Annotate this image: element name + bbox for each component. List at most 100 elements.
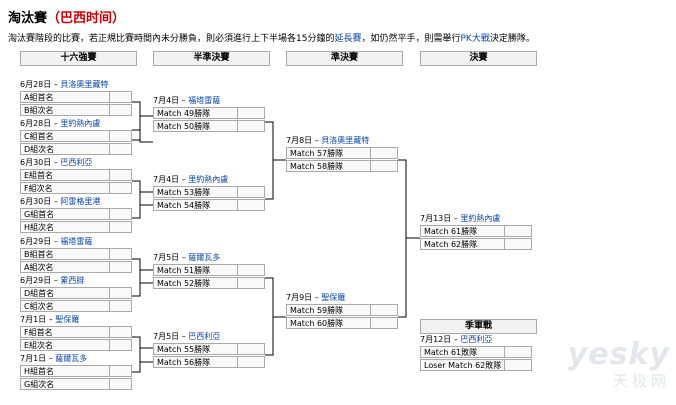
qf-match-4-score-cell bbox=[238, 343, 265, 355]
final-match-score-cell bbox=[505, 238, 532, 250]
final-match-team-name: Match 61勝隊 bbox=[420, 225, 505, 237]
r16-match-8-date: 7月1日 bbox=[20, 354, 47, 363]
r16-match-1-score-cell bbox=[110, 91, 132, 103]
sf-match-1-score-cell bbox=[371, 147, 398, 159]
header-quarterfinal: 半準決賽 bbox=[153, 51, 270, 66]
r16-match-8-label: 7月1日 – 薩爾瓦多 bbox=[20, 354, 87, 364]
r16-match-6-date: 6月29日 bbox=[20, 276, 52, 285]
sf-match-1-score-cell bbox=[371, 160, 398, 172]
r16-match-7-team-name: E組次名 bbox=[20, 339, 110, 351]
third-place-match-score-cell bbox=[505, 346, 532, 358]
r16-match-8-sep: – bbox=[46, 354, 56, 363]
desc-text-2: ，如仍然平手，則需舉行 bbox=[361, 34, 461, 44]
qf-match-1-team-name: Match 50勝隊 bbox=[153, 120, 238, 132]
penalty-link[interactable]: PK大戰 bbox=[460, 34, 490, 44]
sf-match-1-sep: – bbox=[312, 136, 322, 145]
qf-match-2-label: 7月4日 – 里約熱內盧 bbox=[153, 175, 228, 185]
r16-match-2-date: 6月28日 bbox=[20, 119, 52, 128]
final-match-sep: – bbox=[451, 214, 461, 223]
sf-match-1-label: 7月8日 – 貝洛奧里藏特 bbox=[286, 136, 369, 146]
header-final: 決賽 bbox=[420, 51, 537, 66]
r16-match-2-venue-link[interactable]: 里約熱內盧 bbox=[60, 119, 101, 128]
header-round-of-16: 十六強賽 bbox=[20, 51, 137, 66]
r16-match-5-team-name: A組次名 bbox=[20, 261, 110, 273]
qf-match-1-venue-link[interactable]: 福塔雷薩 bbox=[188, 96, 221, 105]
sf-match-2-venue-link[interactable]: 聖保羅 bbox=[321, 293, 346, 302]
qf-match-3-score-cell bbox=[238, 277, 265, 289]
extra-time-link[interactable]: 延長賽 bbox=[334, 34, 362, 44]
third-place-match-sep: – bbox=[451, 335, 461, 344]
r16-match-6-sep: – bbox=[51, 276, 61, 285]
r16-match-6-venue-link[interactable]: 累西腓 bbox=[60, 276, 85, 285]
r16-match-7-date: 7月1日 bbox=[20, 315, 47, 324]
r16-match-2-score-cell bbox=[110, 130, 132, 142]
r16-match-7-team-name: F組首名 bbox=[20, 326, 110, 338]
r16-match-7-sep: – bbox=[46, 315, 56, 324]
qf-match-3-venue-link[interactable]: 薩爾瓦多 bbox=[188, 253, 221, 262]
r16-match-4-score-cell bbox=[110, 208, 132, 220]
desc-text-1: 淘汰賽階段的比賽，若正規比賽時間內未分勝負，則必須進行上下半場各15分鐘的 bbox=[8, 34, 335, 44]
r16-match-3-team-name: F組次名 bbox=[20, 182, 110, 194]
r16-match-7-venue-link[interactable]: 聖保羅 bbox=[55, 315, 80, 324]
qf-match-1-sep: – bbox=[179, 96, 189, 105]
third-place-match-venue-link[interactable]: 巴西利亞 bbox=[460, 335, 493, 344]
r16-match-4-date: 6月30日 bbox=[20, 197, 52, 206]
qf-match-1-team-name: Match 49勝隊 bbox=[153, 107, 238, 119]
qf-match-2-sep: – bbox=[179, 175, 189, 184]
third-place-match-date: 7月12日 bbox=[420, 335, 452, 344]
r16-match-3-sep: – bbox=[51, 158, 61, 167]
r16-match-4-venue-link[interactable]: 阿雷格里港 bbox=[60, 197, 101, 206]
r16-match-3-venue-link[interactable]: 巴西利亞 bbox=[60, 158, 93, 167]
qf-match-2-venue-link[interactable]: 里約熱內盧 bbox=[188, 175, 229, 184]
qf-match-2-score-cell bbox=[238, 199, 265, 211]
qf-match-3-sep: – bbox=[179, 253, 189, 262]
r16-match-6-label: 6月29日 – 累西腓 bbox=[20, 276, 84, 286]
sf-match-1-venue-link[interactable]: 貝洛奧里藏特 bbox=[321, 136, 370, 145]
qf-match-3-label: 7月5日 – 薩爾瓦多 bbox=[153, 253, 220, 263]
sf-match-1-team-name: Match 57勝隊 bbox=[286, 147, 371, 159]
r16-match-5-sep: – bbox=[51, 237, 61, 246]
sf-match-2-team-name: Match 59勝隊 bbox=[286, 304, 371, 316]
r16-match-1-team-name: B組次名 bbox=[20, 104, 110, 116]
r16-match-1-venue-link[interactable]: 貝洛奧里藏特 bbox=[60, 80, 109, 89]
final-match-venue-link[interactable]: 里約熱內盧 bbox=[460, 214, 501, 223]
qf-match-3-team-name: Match 52勝隊 bbox=[153, 277, 238, 289]
watermark-cn: 天极网 bbox=[612, 372, 670, 390]
r16-match-5-date: 6月29日 bbox=[20, 237, 52, 246]
r16-match-7-score-cell bbox=[110, 339, 132, 351]
r16-match-4-label: 6月30日 – 阿雷格里港 bbox=[20, 197, 100, 207]
sf-match-2-date: 7月9日 bbox=[286, 293, 313, 302]
qf-match-2-team-name: Match 53勝隊 bbox=[153, 186, 238, 198]
r16-match-5-team-name: B組首名 bbox=[20, 248, 110, 260]
r16-match-5-label: 6月29日 – 福塔雷薩 bbox=[20, 237, 92, 247]
sf-match-2-label: 7月9日 – 聖保羅 bbox=[286, 293, 345, 303]
r16-match-8-venue-link[interactable]: 薩爾瓦多 bbox=[55, 354, 88, 363]
sf-match-2-score-cell bbox=[371, 317, 398, 329]
sf-match-2-score-cell bbox=[371, 304, 398, 316]
r16-match-2-team-name: D組次名 bbox=[20, 143, 110, 155]
sf-match-2-team-name: Match 60勝隊 bbox=[286, 317, 371, 329]
r16-match-6-team-name: C組次名 bbox=[20, 300, 110, 312]
final-match-team-name: Match 62勝隊 bbox=[420, 238, 505, 250]
qf-match-3-score-cell bbox=[238, 264, 265, 276]
third-place-match-team-name: Loser Match 62敗隊 bbox=[420, 359, 505, 371]
r16-match-5-score-cell bbox=[110, 248, 132, 260]
r16-match-8-score-cell bbox=[110, 365, 132, 377]
sf-match-1-team-name: Match 58勝隊 bbox=[286, 160, 371, 172]
final-match-label: 7月13日 – 里約熱內盧 bbox=[420, 214, 500, 224]
r16-match-8-team-name: H組首名 bbox=[20, 365, 110, 377]
page-title: 淘汰賽（巴西时间） bbox=[8, 7, 125, 26]
third-place-match-score-cell bbox=[505, 359, 532, 371]
qf-match-4-team-name: Match 55勝隊 bbox=[153, 343, 238, 355]
timezone-text: （巴西时间） bbox=[47, 11, 126, 26]
watermark-brand: yesky bbox=[567, 337, 670, 372]
final-match-date: 7月13日 bbox=[420, 214, 452, 223]
r16-match-5-venue-link[interactable]: 福塔雷薩 bbox=[60, 237, 93, 246]
qf-match-2-team-name: Match 54勝隊 bbox=[153, 199, 238, 211]
sf-match-2-sep: – bbox=[312, 293, 322, 302]
r16-match-1-date: 6月28日 bbox=[20, 80, 52, 89]
r16-match-1-sep: – bbox=[51, 80, 61, 89]
qf-match-1-score-cell bbox=[238, 120, 265, 132]
qf-match-4-venue-link[interactable]: 巴西利亞 bbox=[188, 332, 221, 341]
